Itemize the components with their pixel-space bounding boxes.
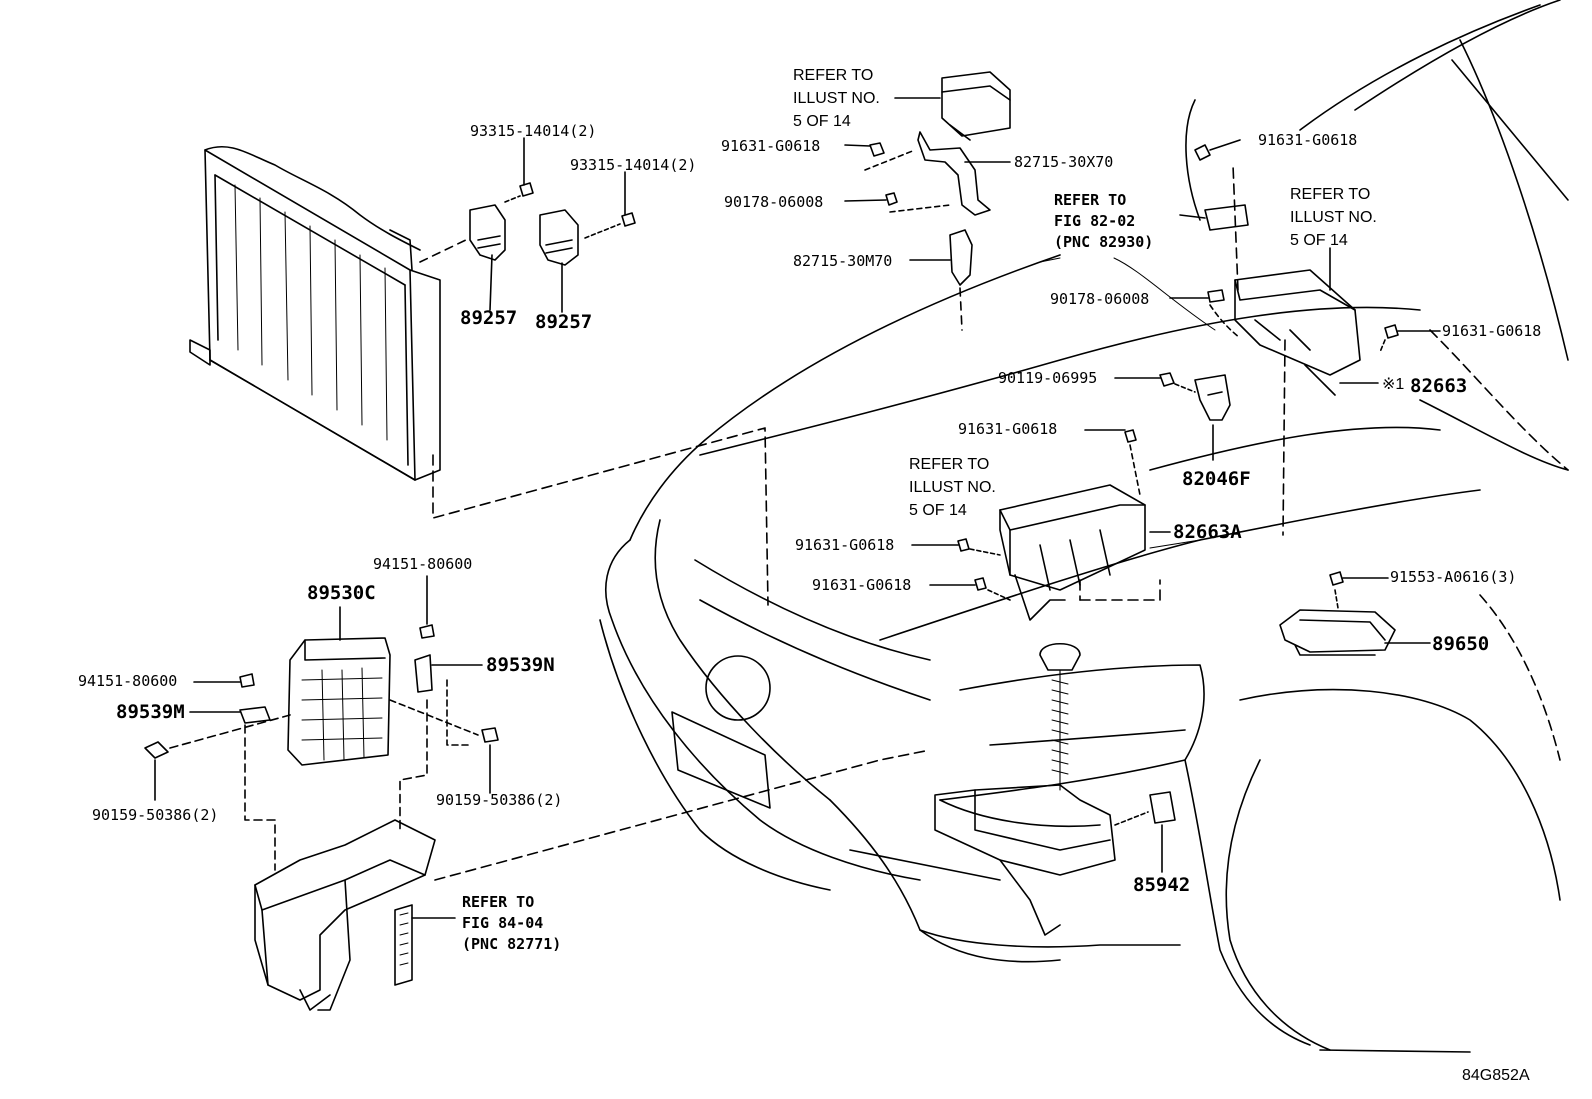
vehicle-front-outline: [599, 0, 1569, 1053]
label-89257-a: 89257: [460, 307, 518, 329]
label-90178-mid: 90178-06008: [1050, 290, 1150, 308]
refer-to-fig-84-04: REFER TO FIG 84-04 (PNC 82771): [462, 893, 562, 953]
label-89257-b: 89257: [535, 311, 593, 333]
label-82663a: 82663A: [1173, 521, 1242, 543]
label-91631-low1: 91631-G0618: [795, 536, 895, 554]
label-91631-top: 91631-G0618: [721, 137, 821, 155]
refer-to-fig-82-02: REFER TO FIG 82-02 (PNC 82930): [1054, 191, 1154, 251]
refer-to-illust-mid: REFER TO ILLUST NO. 5 OF 14: [909, 456, 996, 519]
ecu-box-cover: [254, 819, 456, 1011]
label-82663: 82663: [1410, 375, 1468, 397]
radiator-illustration: [189, 145, 441, 481]
label-85942: 85942: [1133, 874, 1191, 896]
label-90119: 90119-06995: [998, 369, 1098, 387]
label-94151-left: 94151-80600: [78, 672, 178, 690]
label-89650: 89650: [1432, 633, 1490, 655]
bracket-upper-right: [1179, 99, 1249, 231]
part-89530c-ecu: [287, 606, 391, 766]
screw-93315-b: [584, 171, 636, 239]
label-93315-a: 93315-14014(2): [470, 122, 597, 140]
label-89530c: 89530C: [307, 582, 376, 604]
label-91631-mid: 91631-G0618: [958, 420, 1058, 438]
part-85942-bracket: [1114, 791, 1176, 873]
label-82715-30x70: 82715-30X70: [1014, 153, 1114, 171]
bracket-82715-30m70: [909, 229, 973, 331]
label-89539n: 89539N: [486, 654, 555, 676]
label-82715-30m70: 82715-30M70: [793, 252, 893, 270]
bracket-82046f: [1114, 372, 1231, 461]
label-90178-top: 90178-06008: [724, 193, 824, 211]
screw-91631-right: [1379, 324, 1441, 353]
label-89539m: 89539M: [116, 701, 185, 723]
label-91631-low2: 91631-G0618: [812, 576, 912, 594]
label-94151-top: 94151-80600: [373, 555, 473, 573]
label-91631-top-right: 91631-G0618: [1258, 131, 1358, 149]
label-90159-right: 90159-50386(2): [436, 791, 563, 809]
label-93315-b: 93315-14014(2): [570, 156, 697, 174]
part-89650-module: [1279, 571, 1431, 656]
diagram-code: 84G852A: [1462, 1067, 1530, 1084]
label-82046f: 82046F: [1182, 468, 1251, 490]
bracket-89539n: [414, 575, 483, 693]
part-89257-sensor-a: [469, 204, 506, 311]
nut-90178-mid: [1169, 289, 1241, 339]
refer-to-illust-top: REFER TO ILLUST NO. 5 OF 14: [793, 67, 880, 130]
label-82663-mark: ※1: [1382, 376, 1405, 393]
hood-support-and-lower-bracket: [934, 643, 1116, 936]
label-90159-left: 90159-50386(2): [92, 806, 219, 824]
label-91631-right: 91631-G0618: [1442, 322, 1542, 340]
relay-block-top: [894, 71, 1011, 141]
part-82663a-relay-block: [999, 429, 1171, 621]
refer-to-illust-right: REFER TO ILLUST NO. 5 OF 14: [1290, 186, 1377, 249]
bracket-82715-30x70: [917, 131, 1011, 216]
screw-93315-a: [504, 137, 534, 203]
bracket-89539m: [189, 673, 271, 724]
part-89257-sensor-b: [539, 209, 579, 313]
part-82663-junction-box: [1234, 247, 1379, 396]
label-91553: 91553-A0616(3): [1390, 568, 1517, 586]
